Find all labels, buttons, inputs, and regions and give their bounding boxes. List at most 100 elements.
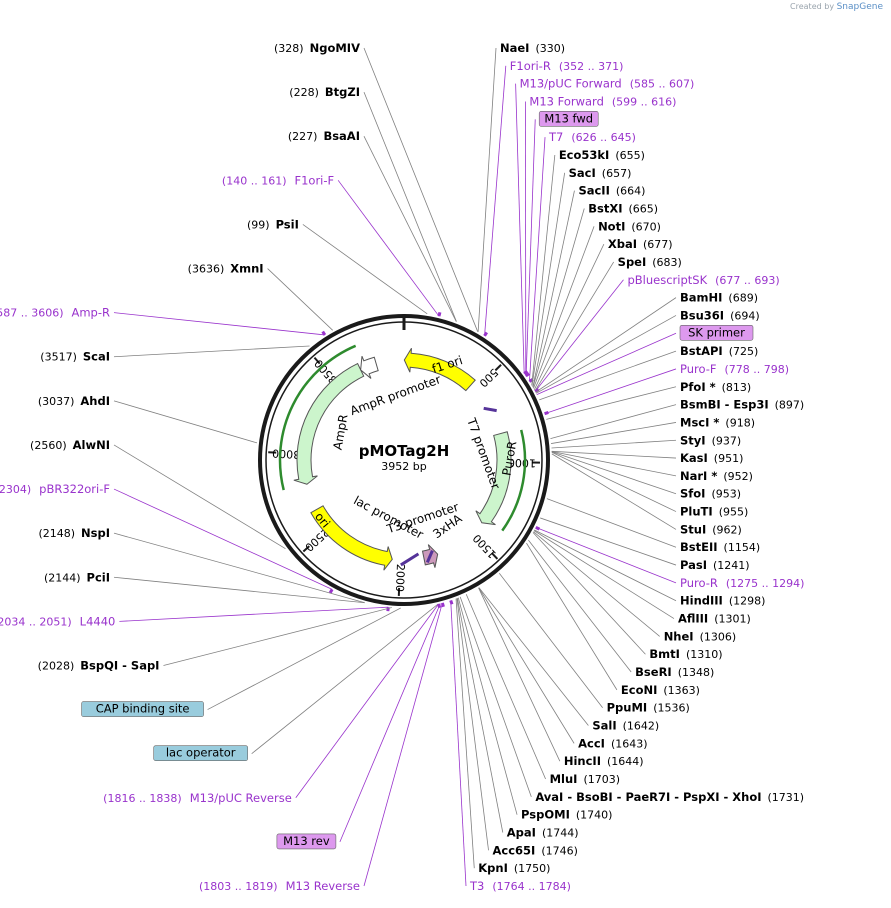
leader-line — [532, 532, 646, 655]
leader-line — [113, 576, 365, 604]
plasmid-name: pMOTag2H — [359, 442, 450, 460]
svg-text:StuI(962): StuI(962) — [680, 522, 742, 536]
enzyme-name: PsiI — [276, 217, 299, 231]
primer-name: T7 — [548, 130, 563, 144]
enzyme-label-mlui: MluI(1703) — [550, 772, 620, 786]
primer-range: (3587 .. 3606) — [0, 307, 63, 320]
primer-site-mark — [449, 599, 454, 605]
primer-label-amp-r: (3587 .. 3606)Amp-R — [0, 306, 110, 320]
enzyme-label-sfoi: SfoI(953) — [680, 487, 741, 501]
leader-line — [533, 530, 675, 619]
leader-line — [363, 47, 479, 332]
enzyme-label-sacii: SacII(664) — [578, 184, 645, 198]
primer-range: (2034 .. 2051) — [0, 615, 72, 628]
leader-line — [163, 607, 392, 666]
enzyme-position: (1750) — [514, 862, 551, 875]
primer-name: M13/pUC Forward — [520, 77, 622, 91]
primer-name: M13/pUC Reverse — [190, 791, 292, 805]
boxed-label-bg — [538, 111, 599, 127]
enzyme-position: (1154) — [724, 541, 761, 554]
enzyme-label-pasi: PasI(1241) — [680, 558, 750, 572]
enzyme-label-avai-bsobi-paer7i-pspxi-xhoi: AvaI - BsoBI - PaeR7I - PspXI - XhoI(173… — [535, 790, 804, 804]
svg-text:BmtI(1310): BmtI(1310) — [649, 647, 722, 661]
svg-text:Eco53kI(655): Eco53kI(655) — [559, 148, 645, 162]
enzyme-label-acc65i: Acc65I(1746) — [493, 843, 578, 857]
enzyme-name: NaeI — [500, 41, 529, 55]
leader-line — [534, 261, 615, 392]
leader-line — [363, 136, 457, 322]
primer-name: Puro-F — [680, 362, 717, 376]
primer-label-t7: T7 (626 .. 645) — [548, 130, 636, 144]
leader-line — [533, 243, 605, 390]
primer-label-puro-f: Puro-F(778 .. 798) — [680, 362, 789, 376]
leader-line — [539, 350, 677, 401]
enzyme-label-nhei: NheI(1306) — [664, 629, 736, 643]
enzyme-label-kasi: KasI(951) — [680, 451, 743, 465]
leader-line — [302, 224, 428, 315]
enzyme-position: (953) — [711, 488, 741, 501]
enzyme-position: (665) — [629, 202, 659, 215]
enzyme-name: Bsu36I — [680, 308, 724, 322]
enzyme-label-scai: (3517)ScaI — [40, 350, 110, 364]
primer-site-mark — [483, 331, 488, 337]
boxed-label-text: CAP binding site — [96, 702, 190, 716]
boxed-label-m13-rev: M13 rev — [276, 833, 337, 850]
primer-range: (626 .. 645) — [571, 131, 636, 144]
enzyme-name: ScaI — [83, 350, 110, 364]
svg-text:PluTI(955): PluTI(955) — [680, 505, 748, 519]
enzyme-label-styi: StyI(937) — [680, 433, 741, 447]
svg-text:MluI(1703): MluI(1703) — [550, 772, 620, 786]
leader-line — [113, 400, 258, 444]
svg-text:BstXI(665): BstXI(665) — [588, 201, 658, 215]
svg-text:Bsu36I(694): Bsu36I(694) — [680, 308, 760, 322]
enzyme-name: AflIII — [678, 612, 708, 626]
primer-name: pBR322ori-F — [39, 482, 110, 496]
leader-line — [529, 137, 546, 382]
leader-line — [477, 47, 497, 332]
enzyme-position: (1348) — [678, 666, 715, 679]
enzyme-position: (962) — [712, 523, 742, 536]
puror-orf-arc — [501, 429, 527, 532]
leader-line — [455, 598, 475, 869]
primer-name: M13 Forward — [529, 94, 603, 108]
leader-line — [363, 602, 443, 887]
enzyme-name: BamHI — [680, 291, 722, 305]
enzyme-label-ngomiv: (328)NgoMIV — [274, 41, 360, 55]
primer-range: (140 .. 161) — [222, 174, 287, 187]
enzyme-label-spei: SpeI(683) — [618, 255, 682, 269]
leader-line — [459, 596, 532, 797]
enzyme-label-acci: AccI(1643) — [578, 736, 647, 750]
primer-label-f1ori-r: F1ori-R(352 .. 371) — [510, 59, 624, 73]
enzyme-label-ppumi: PpuMI(1536) — [607, 701, 690, 715]
enzyme-name: AccI — [578, 736, 605, 750]
enzyme-name: PpuMI — [607, 701, 648, 715]
leader-line — [478, 587, 575, 744]
primer-range: (352 .. 371) — [559, 60, 624, 73]
leader-line — [339, 603, 441, 843]
enzyme-name: HincII — [564, 754, 601, 768]
credit-brand: SnapGene — [836, 2, 883, 12]
svg-text:BsmBI - Esp3I(897): BsmBI - Esp3I(897) — [680, 398, 804, 412]
enzyme-name: BstAPI — [680, 344, 723, 358]
svg-text:pBluescriptSK(677 .. 693): pBluescriptSK(677 .. 693) — [627, 273, 779, 287]
primer-name: F1ori-F — [294, 173, 334, 187]
svg-text:M13/pUC Forward(585 .. 607): M13/pUC Forward(585 .. 607) — [520, 77, 695, 91]
enzyme-label-nari: NarI *(952) — [680, 469, 753, 483]
enzyme-position: (937) — [712, 434, 742, 447]
primer-range: (1275 .. 1294) — [726, 577, 805, 590]
leader-line — [526, 542, 618, 691]
primer-name: T3 — [469, 879, 484, 893]
enzyme-position: (228) — [289, 86, 319, 99]
enzyme-position: (897) — [775, 399, 805, 412]
primer-range: (1816 .. 1838) — [103, 792, 182, 805]
svg-text:PasI(1241): PasI(1241) — [680, 558, 750, 572]
svg-text:(2144)PciI: (2144)PciI — [44, 570, 110, 584]
enzyme-label-msci: MscI *(918) — [680, 415, 755, 429]
svg-text:Puro-F(778 .. 798): Puro-F(778 .. 798) — [680, 362, 789, 376]
svg-text:Puro-R(1275 .. 1294): Puro-R(1275 .. 1294) — [680, 576, 804, 590]
svg-text:KasI(951): KasI(951) — [680, 451, 743, 465]
svg-text:(2285 .. 2304)pBR322ori-F: (2285 .. 2304)pBR322ori-F — [0, 482, 110, 496]
leader-line — [465, 594, 546, 780]
svg-text:F1ori-R(352 .. 371): F1ori-R(352 .. 371) — [510, 59, 624, 73]
enzyme-name: NarI * — [680, 469, 717, 483]
